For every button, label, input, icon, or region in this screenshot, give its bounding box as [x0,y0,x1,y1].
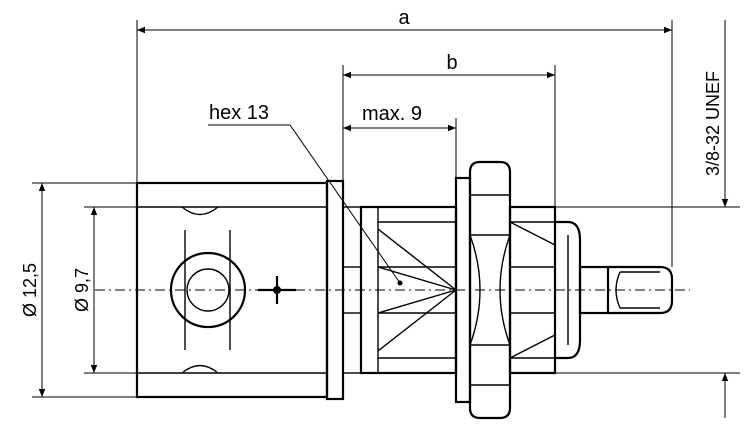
dimension-thread: 3/8-32 UNEF [555,20,740,418]
dia-inner-label: Ø 9,7 [72,268,92,312]
dimension-b: b [342,52,556,207]
thread-label: 3/8-32 UNEF [703,71,723,176]
dimension-dia-outer: Ø 12,5 [20,182,137,398]
hex-label: hex 13 [209,102,269,124]
dia-outer-label: Ø 12,5 [20,263,40,317]
dimension-a-label: a [398,7,410,29]
dimension-max9-label: max. 9 [362,103,422,125]
dimension-max9: max. 9 [343,103,457,178]
dimension-a: a [136,7,673,267]
dimension-dia-inner: Ø 9,7 [72,206,137,374]
hex-callout: hex 13 [208,102,403,286]
dimension-b-label: b [446,52,457,74]
